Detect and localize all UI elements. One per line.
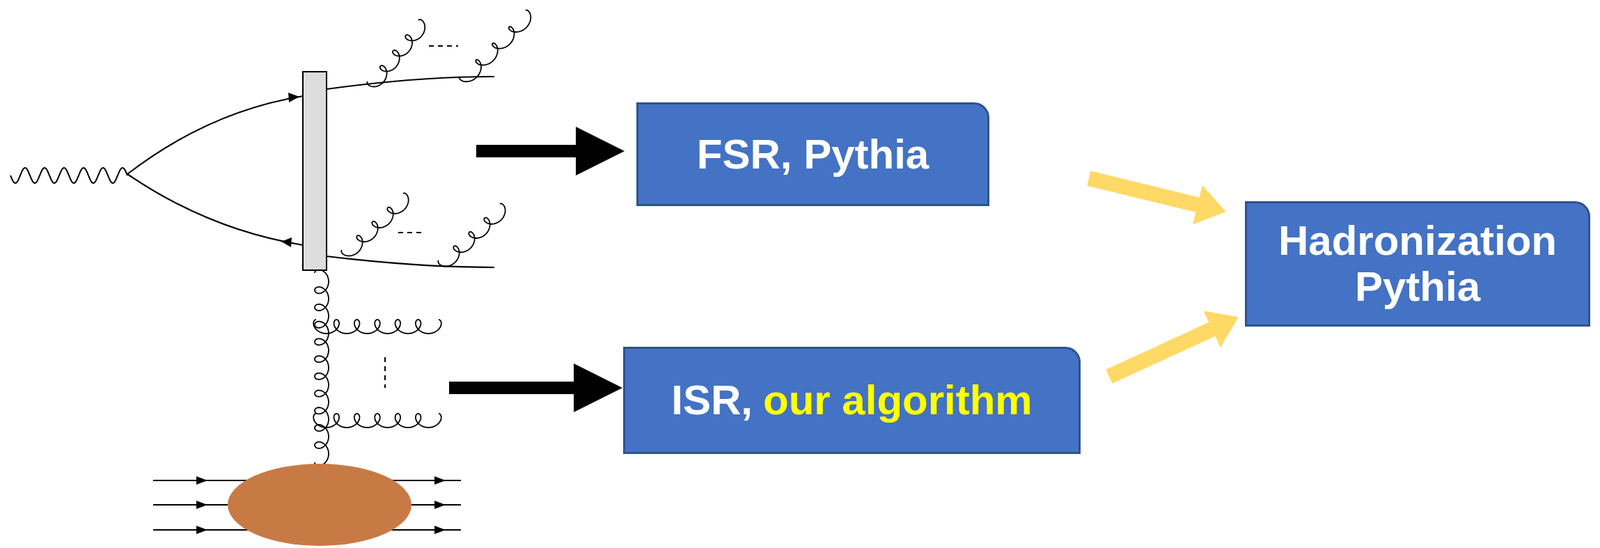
quark-line [127, 96, 303, 175]
dashes [398, 231, 425, 234]
flow-arrow [1105, 310, 1239, 383]
arrow-head [196, 500, 208, 509]
arrow-head [281, 237, 292, 248]
process-box: FSR, Pythia [636, 102, 990, 207]
arrow-head [434, 525, 446, 535]
flow-arrow [1086, 170, 1227, 225]
process-box: Hadronization Pythia [1244, 201, 1591, 327]
vertex-block [302, 71, 327, 271]
black-arrows [449, 126, 625, 413]
box-label: FSR, Pythia [696, 130, 929, 178]
gluon [459, 10, 532, 83]
dashes [384, 357, 386, 388]
quark-line [326, 76, 495, 90]
text-group: Hadronization Pythia [1278, 217, 1557, 310]
text-group: ISR,our algorithm [671, 377, 1032, 424]
process-box: ISR,our algorithm [623, 346, 1081, 454]
antiquark-line [326, 256, 495, 268]
arrow-head [196, 525, 208, 535]
ellipsis-dashes [385, 45, 459, 388]
highlight-text: our algorithm [763, 376, 1033, 424]
arrow-head [196, 476, 208, 485]
arrow-head [434, 500, 446, 509]
gluon [314, 269, 329, 466]
box-label: Hadronization Pythia [1278, 217, 1557, 310]
dashes [428, 45, 459, 47]
gluon-lines [313, 10, 531, 466]
arrow-head [288, 92, 300, 103]
gluon [313, 319, 442, 334]
box-label: ISR, [671, 376, 753, 424]
arrow [476, 126, 625, 176]
gluon [341, 192, 409, 256]
antiquark-line [127, 174, 303, 246]
arrow-head [434, 476, 446, 485]
photon-line [10, 167, 128, 184]
proton-blob [227, 463, 412, 546]
gluon [366, 19, 425, 87]
text-group: FSR, Pythia [696, 131, 929, 178]
arrow [449, 363, 623, 413]
gluon [437, 203, 505, 266]
gluon [313, 413, 442, 428]
